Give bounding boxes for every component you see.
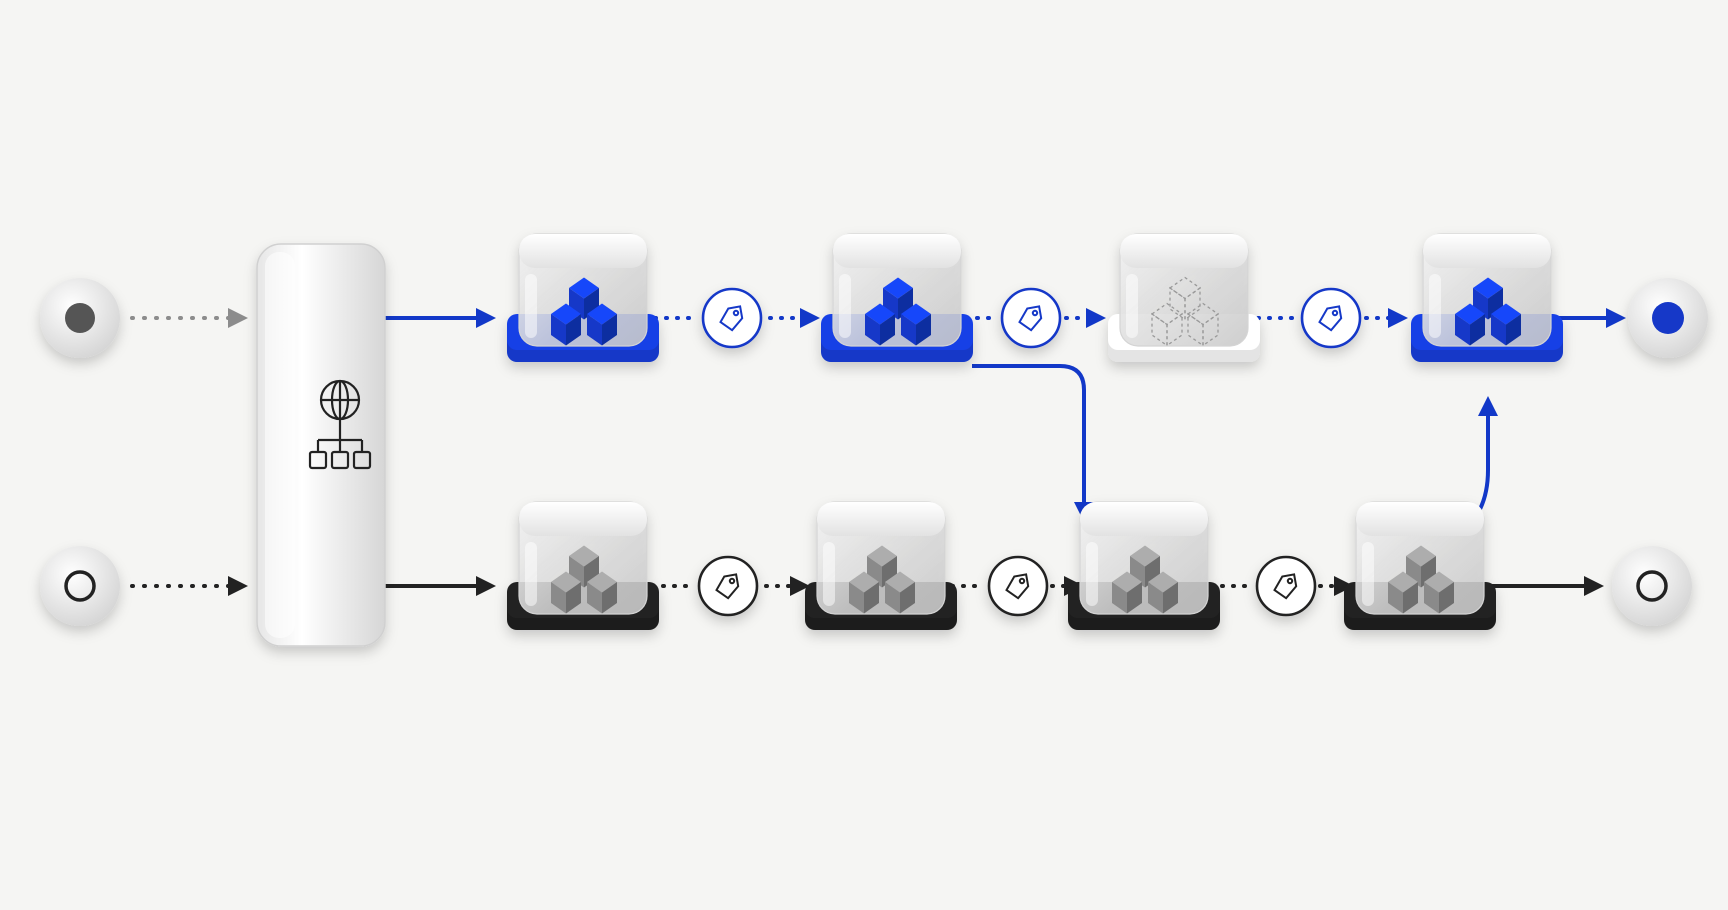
bottom-stage-1[interactable]: [507, 501, 659, 630]
connectors: [130, 308, 1626, 596]
tag-badge-top-1[interactable]: [701, 287, 763, 349]
tag-icon: [715, 573, 740, 600]
gateway-router[interactable]: [256, 243, 386, 647]
hierarchy-icon: [308, 419, 372, 470]
record-ring-icon: [1636, 570, 1668, 602]
cross-link-top2-to-bottom3: [972, 364, 1094, 522]
top-stage-1[interactable]: [507, 233, 659, 362]
record-filled-icon: [1652, 302, 1684, 334]
sink-node-top[interactable]: [1628, 278, 1708, 358]
top-stage-3[interactable]: [1108, 233, 1260, 362]
top-stage-2[interactable]: [821, 233, 973, 362]
tag-icon: [719, 305, 744, 332]
cubes-icon: [551, 545, 617, 614]
bottom-stage-4[interactable]: [1344, 501, 1496, 630]
source-node-top[interactable]: [40, 278, 120, 358]
tag-icon: [1005, 573, 1030, 600]
top-stage-4[interactable]: [1411, 233, 1563, 362]
tag-badge-bottom-2[interactable]: [987, 555, 1049, 617]
source-node-bottom[interactable]: [40, 546, 120, 626]
stage-nodes: [507, 233, 1563, 630]
sink-node-bottom[interactable]: [1612, 546, 1692, 626]
cubes-icon: [849, 545, 915, 614]
tag-badge-top-2[interactable]: [1000, 287, 1062, 349]
cubes-icon: [551, 277, 617, 346]
bottom-stage-3[interactable]: [1068, 501, 1220, 630]
tag-badge-bottom-3[interactable]: [1255, 555, 1317, 617]
tag-icon: [1273, 573, 1298, 600]
tag-badge-bottom-1[interactable]: [697, 555, 759, 617]
cubes-icon: [1112, 545, 1178, 614]
globe-icon: [319, 379, 361, 421]
record-ring-icon: [64, 570, 96, 602]
cubes-icon: [865, 277, 931, 346]
cubes-outline-icon: [1150, 276, 1220, 347]
tag-icon: [1318, 305, 1343, 332]
cubes-icon: [1455, 277, 1521, 346]
tag-icon: [1018, 305, 1043, 332]
record-filled-icon: [65, 303, 95, 333]
cubes-icon: [1388, 545, 1454, 614]
tag-badge-top-3[interactable]: [1300, 287, 1362, 349]
bottom-stage-2[interactable]: [805, 501, 957, 630]
tag-badges: [697, 287, 1362, 617]
